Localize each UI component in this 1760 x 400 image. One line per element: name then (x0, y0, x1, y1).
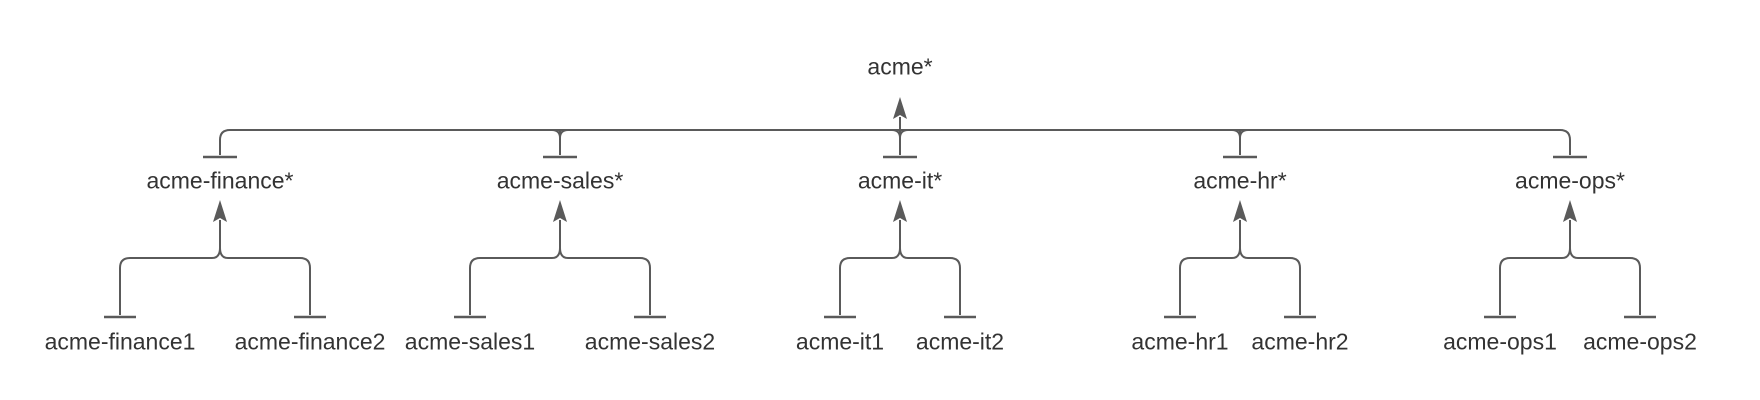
hr-fork-right (1239, 247, 1301, 315)
arrow-up-icon (893, 97, 907, 119)
node-acme-sales: acme-sales* (496, 167, 624, 194)
arrow-up-icon (1233, 200, 1247, 222)
hr-fork-left (1179, 247, 1241, 315)
node-acme-finance1: acme-finance1 (44, 328, 196, 355)
node-acme-it1: acme-it1 (795, 328, 885, 355)
it-fork-right (899, 247, 961, 315)
root-bus-line (219, 129, 1571, 155)
arrow-up-icon (893, 200, 907, 222)
ops-fork-right (1569, 247, 1641, 315)
node-acme-it2: acme-it2 (915, 328, 1005, 355)
node-acme-hr2: acme-hr2 (1251, 328, 1349, 355)
edge-group-it (824, 200, 976, 319)
sales-fork-right (559, 247, 651, 315)
arrow-up-icon (1563, 200, 1577, 222)
node-acme-ops1: acme-ops1 (1443, 328, 1557, 355)
node-acme-sales2: acme-sales2 (584, 328, 716, 355)
sales-fork-left (469, 247, 561, 315)
finance-fork-left (119, 247, 221, 315)
edge-group-root (203, 97, 1587, 159)
node-acme-root: acme* (867, 53, 933, 80)
ops-fork-left (1499, 247, 1571, 315)
node-acme-ops: acme-ops* (1515, 167, 1625, 194)
node-acme-finance2: acme-finance2 (234, 328, 386, 355)
arrow-up-icon (213, 200, 227, 222)
node-acme-sales1: acme-sales1 (404, 328, 536, 355)
node-acme-it: acme-it* (857, 167, 943, 194)
node-acme-hr: acme-hr* (1193, 167, 1287, 194)
arrow-up-icon (553, 200, 567, 222)
finance-fork-right (219, 247, 311, 315)
node-acme-hr1: acme-hr1 (1131, 328, 1229, 355)
root-bus-fillets (551, 129, 1249, 139)
node-acme-ops2: acme-ops2 (1583, 328, 1697, 355)
it-fork-left (839, 247, 901, 315)
edge-group-finance (104, 200, 326, 319)
edge-group-ops (1484, 200, 1656, 319)
node-acme-finance: acme-finance* (146, 167, 294, 194)
edge-group-hr (1164, 200, 1316, 319)
edge-group-sales (454, 200, 666, 319)
